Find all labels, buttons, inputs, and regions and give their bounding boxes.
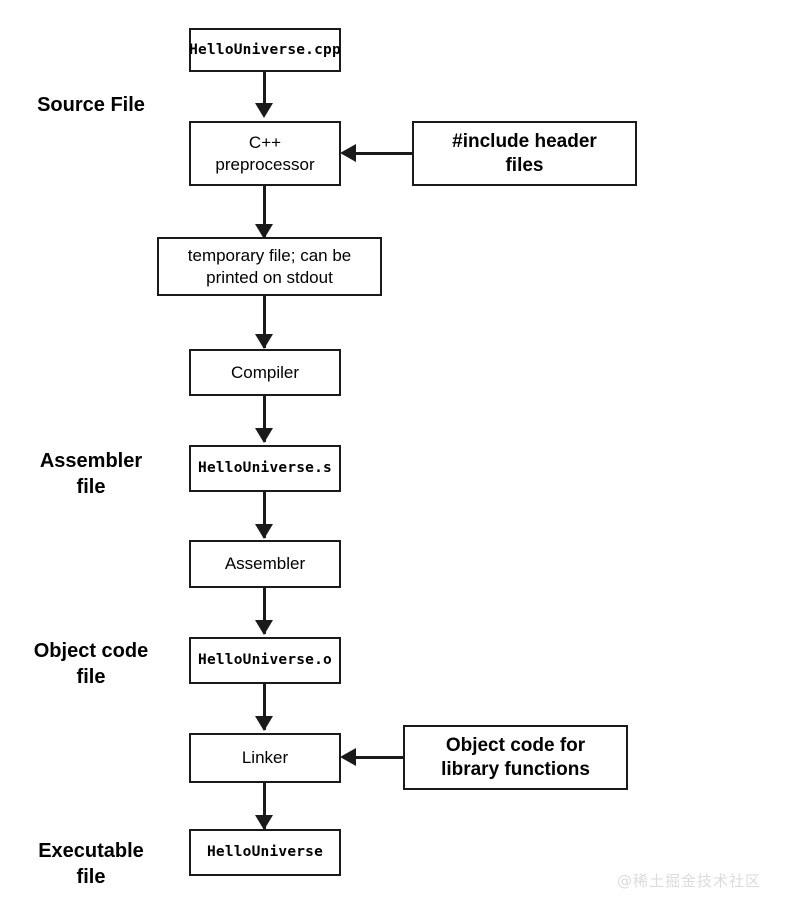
connector-line-asmfile-to-assembler <box>263 492 266 538</box>
node-temporary-file[interactable]: temporary file; can be printed on stdout <box>157 237 382 296</box>
node-label: Compiler <box>230 362 300 382</box>
arrowhead-asmfile-to-assembler <box>255 524 273 539</box>
node-label: Assembler <box>224 554 306 574</box>
node-hellouniverse-cpp[interactable]: HelloUniverse.cpp <box>189 28 341 72</box>
stage-label-source-file: Source File <box>37 94 145 116</box>
arrowhead-compiler-to-asmfile <box>255 428 273 443</box>
node-label: HelloUniverse <box>206 844 324 861</box>
node-assembler[interactable]: Assembler <box>189 540 341 588</box>
connector-line-temp-to-compiler <box>263 296 266 348</box>
connector-line-cpp-to-preprocessor <box>263 72 266 112</box>
connector-line-library-to-linker <box>344 756 406 759</box>
connector-line-include-to-preprocessor <box>344 152 414 155</box>
arrowhead-library-to-linker <box>340 748 356 766</box>
node-compiler[interactable]: Compiler <box>189 349 341 396</box>
node-label: temporary file; can be printed on stdout <box>187 246 352 287</box>
connector-line-compiler-to-asmfile <box>263 396 266 442</box>
arrowhead-preprocessor-to-temp <box>255 224 273 239</box>
node-hellouniverse-s[interactable]: HelloUniverse.s <box>189 445 341 492</box>
node-object-code-library[interactable]: Object code for library functions <box>403 725 628 790</box>
node-include-header-files[interactable]: #include header files <box>412 121 637 186</box>
node-label: HelloUniverse.s <box>198 460 332 477</box>
node-label: HelloUniverse.cpp <box>189 41 341 58</box>
connector-line-objfile-to-linker <box>263 684 266 730</box>
node-hellouniverse-exe[interactable]: HelloUniverse <box>189 829 341 876</box>
connector-line-linker-to-exe <box>263 783 266 829</box>
arrowhead-linker-to-exe <box>255 815 273 830</box>
arrowhead-objfile-to-linker <box>255 716 273 731</box>
arrowhead-cpp-to-preprocessor <box>255 103 273 118</box>
stage-label-executable-file: Executable file <box>38 840 144 888</box>
connector-line-assembler-to-objfile <box>263 588 266 634</box>
node-label: Linker <box>241 748 289 768</box>
node-label: HelloUniverse.o <box>198 652 332 669</box>
node-linker[interactable]: Linker <box>189 733 341 783</box>
node-label: C++ preprocessor <box>215 133 315 174</box>
node-label: Object code for library functions <box>441 734 590 780</box>
arrowhead-assembler-to-objfile <box>255 620 273 635</box>
node-cpp-preprocessor[interactable]: C++ preprocessor <box>189 121 341 186</box>
stage-label-assembler-file: Assembler file <box>39 450 143 498</box>
node-label: #include header files <box>452 130 597 176</box>
stage-label-object-code-file: Object code file <box>33 640 149 688</box>
arrowhead-include-to-preprocessor <box>340 144 356 162</box>
connector-line-preprocessor-to-temp <box>263 186 266 238</box>
watermark: @稀土掘金技术社区 <box>617 872 762 890</box>
node-hellouniverse-o[interactable]: HelloUniverse.o <box>189 637 341 684</box>
arrowhead-temp-to-compiler <box>255 334 273 349</box>
